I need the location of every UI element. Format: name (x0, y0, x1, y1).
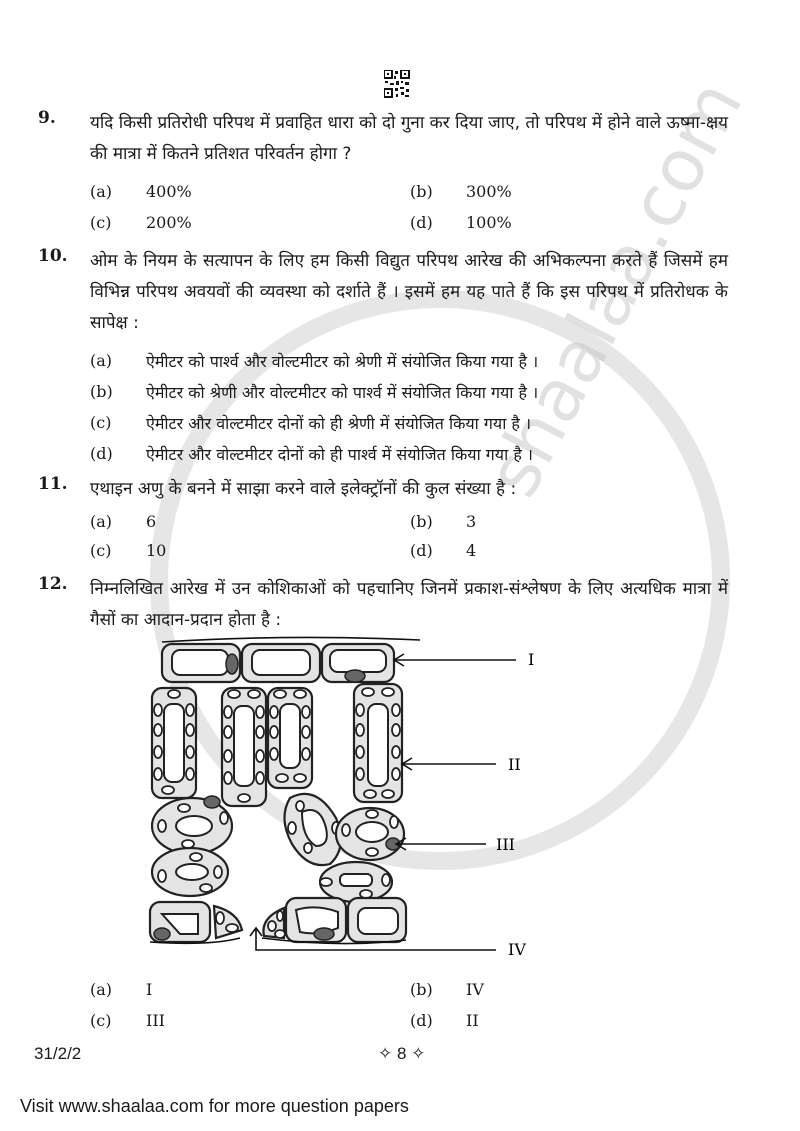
page-number: ✧ 8 ✧ (378, 1044, 426, 1063)
option-label: (c) (90, 1011, 112, 1030)
option-text: ऐमीटर और वोल्टमीटर दोनों को ही पार्श्व म… (146, 444, 533, 464)
question-12-options: (a) I (b) IV (c) III (d) II (38, 974, 728, 1036)
question-10: 10. ओम के नियम के सत्यापन के लिए हम किसी… (38, 246, 728, 469)
option-label: (c) (90, 213, 112, 232)
option-text: ऐमीटर और वोल्टमीटर दोनों को ही श्रेणी मे… (146, 413, 532, 433)
options-grid: (a) I (b) IV (c) III (d) II (90, 974, 728, 1036)
option-a[interactable]: (a) I (90, 974, 410, 1005)
option-text: IV (466, 980, 484, 999)
option-b[interactable]: (b) IV (410, 974, 730, 1005)
option-text: 200% (146, 213, 192, 232)
option-label: (c) (90, 413, 112, 432)
option-text: 4 (466, 541, 477, 560)
options-grid: (a) 6 (b) 3 (c) 10 (d) 4 (90, 507, 728, 565)
option-text: 300% (466, 182, 512, 201)
question-number: 12. (38, 574, 68, 594)
option-d[interactable]: (d) 100% (410, 207, 730, 238)
option-b[interactable]: (b) 300% (410, 176, 730, 207)
option-text: 6 (146, 512, 157, 531)
question-text: एथाइन अणु के बनने में साझा करने वाले इले… (90, 479, 517, 499)
palisade-cells (150, 682, 404, 808)
upper-epidermis (160, 636, 421, 684)
question-11: 11. एथाइन अणु के बनने में साझा करने वाले… (38, 474, 728, 565)
option-text: 10 (146, 541, 167, 560)
visit-link-text[interactable]: Visit www.shaalaa.com for more question … (20, 1096, 409, 1116)
option-c[interactable]: (c) ऐमीटर और वोल्टमीटर दोनों को ही श्रेणी… (90, 407, 728, 438)
option-b[interactable]: (b) 3 (410, 507, 730, 536)
question-text: यदि किसी प्रतिरोधी परिपथ में प्रवाहित धा… (90, 113, 728, 164)
label-III: III (496, 835, 515, 854)
qr-code-icon (384, 70, 410, 98)
option-text: 100% (466, 213, 512, 232)
option-label: (b) (410, 980, 433, 999)
option-c[interactable]: (c) 200% (90, 207, 410, 238)
lower-epidermis (148, 896, 408, 945)
option-text: II (466, 1011, 479, 1030)
option-label: (a) (90, 512, 113, 531)
question-number: 11. (38, 474, 68, 494)
label-arrows: I II III IV (249, 650, 534, 959)
options-list: (a) ऐमीटर को पार्श्व और वोल्टमीटर को श्रे… (38, 345, 728, 469)
question-text: निम्नलिखित आरेख में उन कोशिकाओं को पहचान… (90, 579, 728, 630)
paper-code: 31/2/2 (34, 1044, 82, 1063)
option-label: (a) (90, 980, 113, 999)
option-label: (b) (90, 382, 113, 401)
option-label: (a) (90, 182, 113, 201)
option-a[interactable]: (a) ऐमीटर को पार्श्व और वोल्टमीटर को श्रे… (90, 345, 728, 376)
label-I: I (528, 650, 534, 669)
option-d[interactable]: (d) ऐमीटर और वोल्टमीटर दोनों को ही पार्श्… (90, 438, 728, 469)
option-label: (d) (410, 1011, 433, 1030)
option-label: (c) (90, 541, 112, 560)
option-label: (d) (410, 213, 433, 232)
label-IV: IV (508, 940, 526, 959)
option-label: (a) (90, 351, 113, 370)
option-label: (d) (410, 541, 433, 560)
option-text: 400% (146, 182, 192, 201)
option-label: (b) (410, 182, 433, 201)
spongy-cells (150, 792, 406, 904)
option-d[interactable]: (d) II (410, 1005, 730, 1036)
option-a[interactable]: (a) 6 (90, 507, 410, 536)
option-c[interactable]: (c) 10 (90, 536, 410, 565)
question-text: ओम के नियम के सत्यापन के लिए हम किसी विद… (90, 251, 728, 333)
option-label: (b) (410, 512, 433, 531)
label-II: II (508, 755, 521, 774)
option-d[interactable]: (d) 4 (410, 536, 730, 565)
options-grid: (a) 400% (b) 300% (c) 200% (d) 100% (90, 176, 728, 238)
option-text: I (146, 980, 153, 999)
option-text: III (146, 1011, 165, 1030)
option-text: 3 (466, 512, 477, 531)
question-9: 9. यदि किसी प्रतिरोधी परिपथ में प्रवाहित… (38, 108, 728, 238)
option-label: (d) (90, 444, 113, 463)
question-number: 10. (38, 246, 68, 266)
question-number: 9. (38, 108, 56, 128)
option-text: ऐमीटर को पार्श्व और वोल्टमीटर को श्रेणी … (146, 351, 539, 371)
option-text: ऐमीटर को श्रेणी और वोल्टमीटर को पार्श्व … (146, 382, 539, 402)
option-c[interactable]: (c) III (90, 1005, 410, 1036)
option-a[interactable]: (a) 400% (90, 176, 410, 207)
leaf-cross-section-diagram: .cw { fill:#e4e4e4; stroke:#222; stroke-… (148, 636, 534, 959)
option-b[interactable]: (b) ऐमीटर को श्रेणी और वोल्टमीटर को पार्श… (90, 376, 728, 407)
question-12: 12. निम्नलिखित आरेख में उन कोशिकाओं को प… (38, 574, 728, 636)
